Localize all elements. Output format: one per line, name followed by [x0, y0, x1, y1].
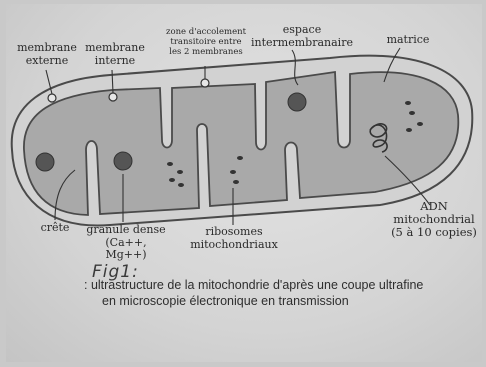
- caption-line-2: en microscopie électronique en transmiss…: [102, 294, 349, 308]
- granule-dense: [114, 152, 132, 170]
- zone-accolement-marker: [201, 79, 209, 87]
- label-adn: ADN mitochondrial (5 à 10 copies): [382, 200, 486, 240]
- membrane-externe-marker: [48, 94, 56, 102]
- label-espace-intermembranaire: espace intermembranaire: [246, 24, 358, 49]
- label-zone-accolement: zone d'accolement transitoire entre les …: [160, 28, 252, 57]
- label-membrane-externe: membrane externe: [12, 42, 82, 67]
- label-granule-dense: granule dense (Ca++, Mg++): [84, 224, 168, 262]
- granule-dense: [288, 93, 306, 111]
- granule-dense: [36, 153, 54, 171]
- label-membrane-interne: membrane interne: [80, 42, 150, 67]
- membrane-interne-marker: [109, 93, 117, 101]
- label-crete: crête: [30, 222, 80, 235]
- caption-line-1: : ultrastructure de la mitochondrie d'ap…: [84, 278, 423, 292]
- label-ribosomes: ribosomes mitochondriaux: [184, 226, 284, 251]
- label-matrice: matrice: [378, 34, 438, 47]
